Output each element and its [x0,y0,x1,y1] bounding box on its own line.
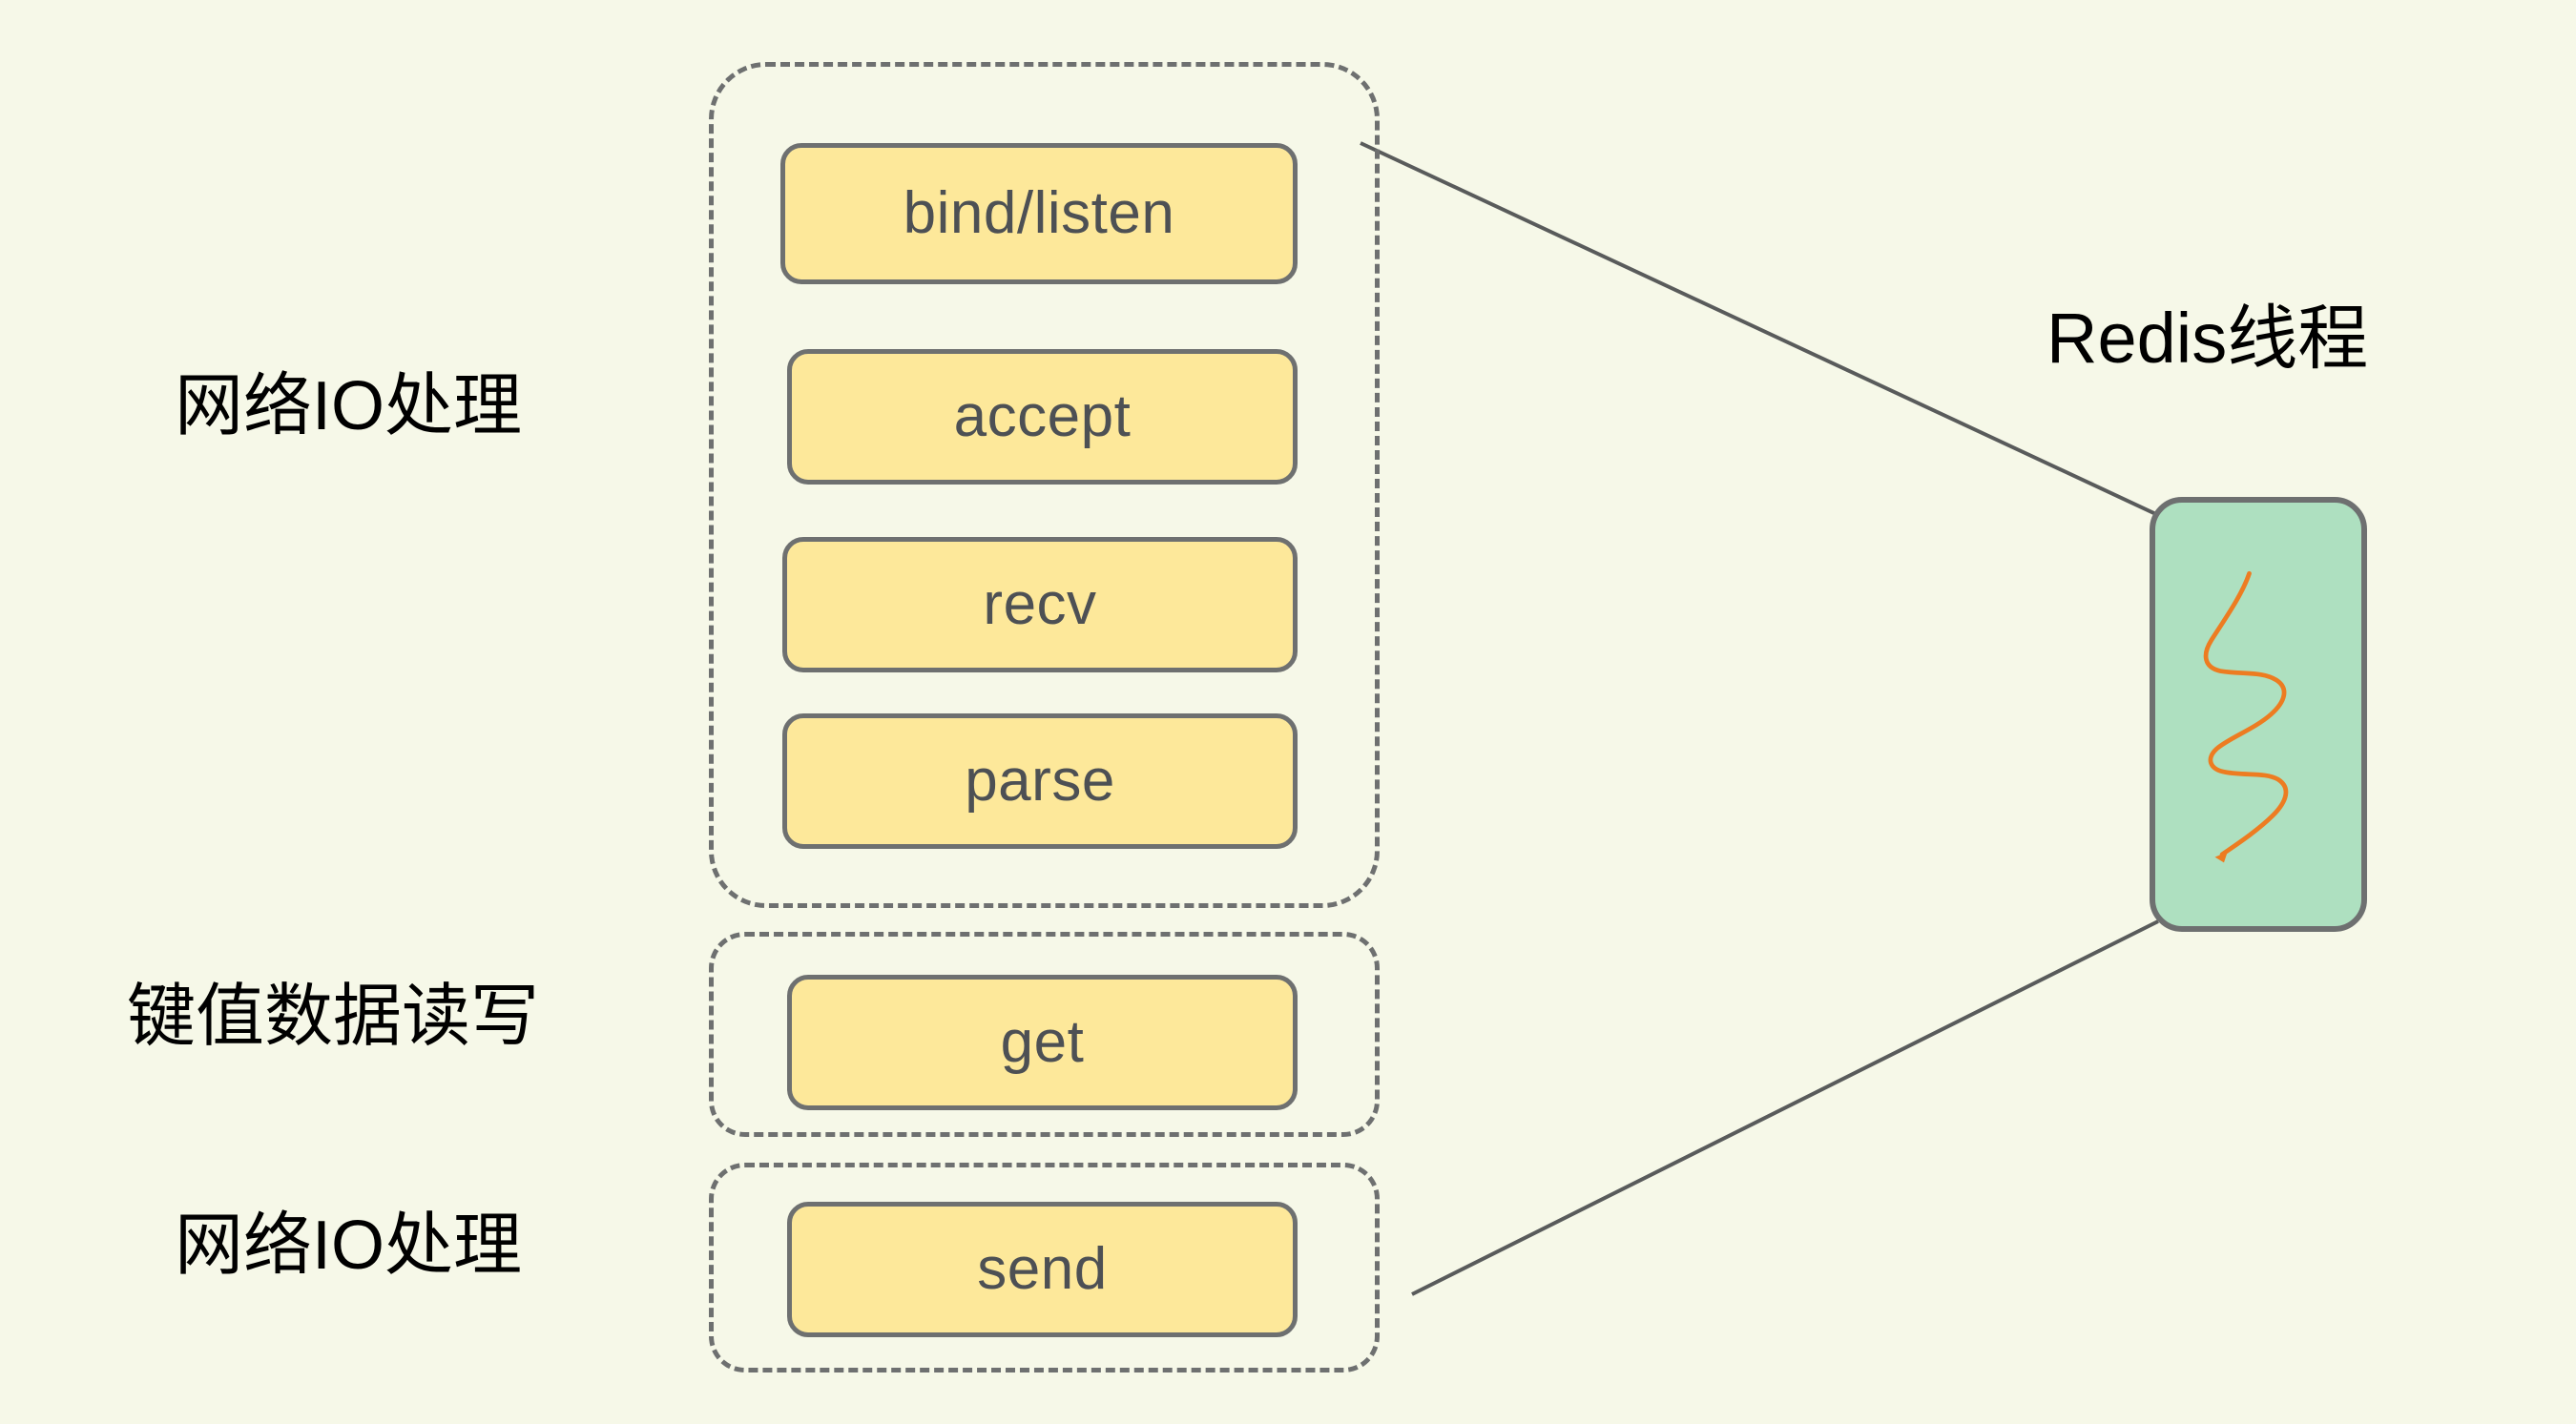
squiggle-thread-icon [2203,570,2289,863]
op-box-recv[interactable]: recv [782,537,1298,672]
stage-label-network-io-bottom: 网络IO处理 [175,1207,523,1284]
stage-label-network-io-top: 网络IO处理 [175,368,523,444]
op-box-bind-listen[interactable]: bind/listen [780,143,1298,284]
op-box-parse[interactable]: parse [782,713,1298,849]
op-box-send[interactable]: send [787,1202,1298,1337]
stage-group-kv-readwrite [709,932,1380,1137]
connector-line-top [1360,141,2159,517]
op-box-accept[interactable]: accept [787,349,1298,485]
stage-group-network-io-top [709,62,1380,908]
connector-line-bottom [1411,919,2159,1296]
stage-group-network-io-bottom [709,1163,1380,1372]
thread-title: Redis线程 [2046,299,2369,378]
redis-thread-box[interactable] [2150,497,2367,932]
op-box-get[interactable]: get [787,975,1298,1110]
stage-label-kv-readwrite: 键值数据读写 [127,979,540,1055]
